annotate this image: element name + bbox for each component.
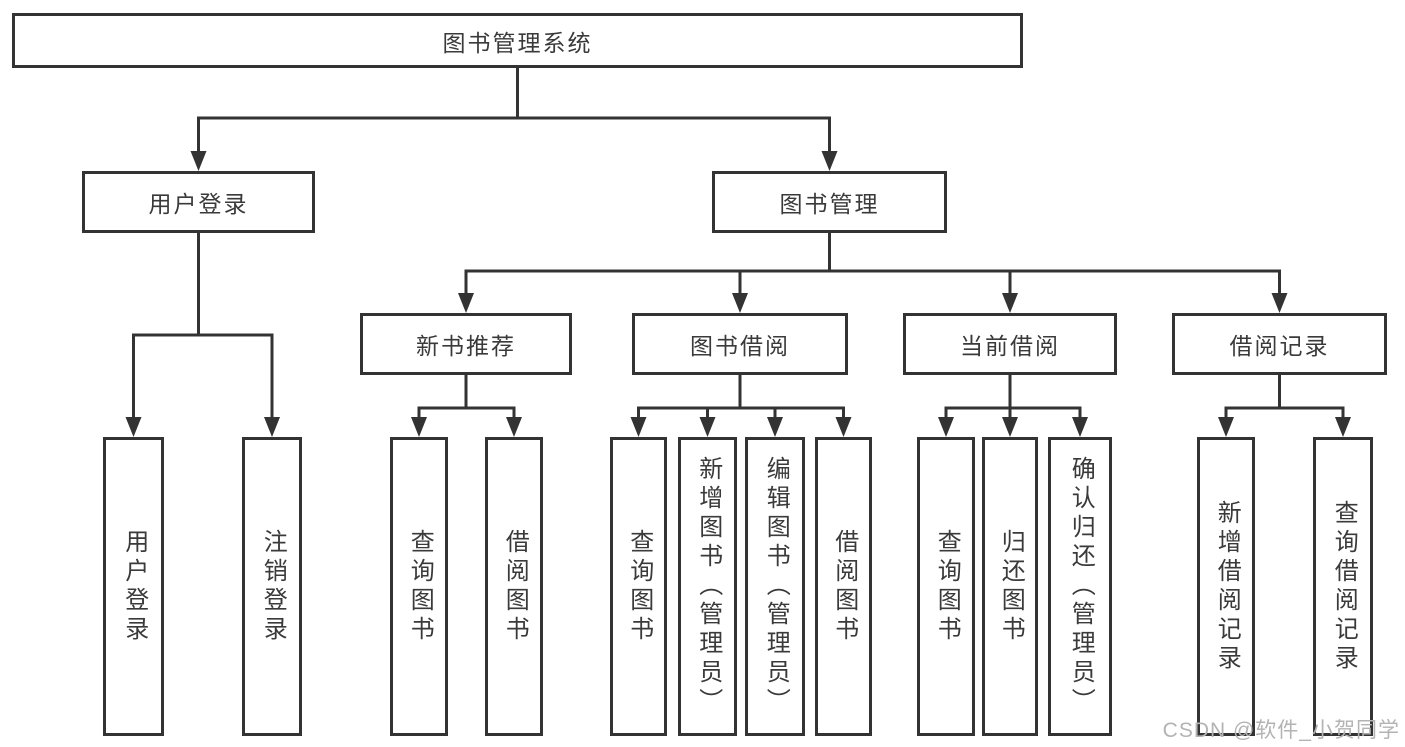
leaf-user-login: 用户登录 bbox=[103, 437, 164, 736]
arrowhead-icon bbox=[506, 417, 522, 437]
arrowhead-icon bbox=[732, 293, 748, 313]
leaf-query-books-newrec: 查询图书 bbox=[390, 437, 448, 736]
leaf-label: 借阅图书 bbox=[830, 528, 858, 645]
leaf-add-borrow-record: 新增借阅记录 bbox=[1197, 437, 1255, 736]
arrowhead-icon bbox=[821, 151, 838, 171]
arrowhead-icon bbox=[125, 417, 142, 437]
leaf-add-books-admin: 新增图书（管理员） bbox=[678, 437, 737, 736]
arrowhead-icon bbox=[1271, 293, 1288, 313]
node-label: 借阅记录 bbox=[1229, 333, 1330, 359]
node-new-book-recommendation: 新书推荐 bbox=[360, 313, 572, 375]
arrowhead-icon bbox=[699, 417, 716, 437]
leaf-edit-books-admin: 编辑图书（管理员） bbox=[745, 437, 805, 736]
node-label: 图书管理系统 bbox=[442, 29, 593, 56]
leaf-query-borrow-record: 查询借阅记录 bbox=[1313, 437, 1373, 736]
arrowhead-icon bbox=[630, 417, 647, 437]
leaf-borrow-books: 借阅图书 bbox=[815, 437, 872, 736]
node-book-borrowing: 图书借阅 bbox=[632, 313, 848, 375]
node-label: 图书管理 bbox=[779, 191, 880, 217]
leaf-confirm-return-admin: 确认归还（管理员） bbox=[1048, 437, 1112, 736]
leaf-query-books-current: 查询图书 bbox=[917, 437, 975, 736]
leaf-label: 查询图书 bbox=[406, 528, 434, 645]
leaf-label: 新增借阅记录 bbox=[1213, 499, 1241, 674]
leaf-label: 编辑图书（管理员） bbox=[762, 456, 790, 717]
arrowhead-icon bbox=[1218, 417, 1234, 437]
leaf-label: 借阅图书 bbox=[501, 528, 529, 645]
arrowhead-icon bbox=[1072, 417, 1088, 437]
leaf-query-books-borrow: 查询图书 bbox=[610, 437, 667, 736]
leaf-borrow-books-newrec: 借阅图书 bbox=[485, 437, 543, 736]
arrowhead-icon bbox=[938, 417, 954, 437]
node-label: 图书借阅 bbox=[690, 333, 790, 359]
node-current-borrowing: 当前借阅 bbox=[903, 313, 1117, 375]
arrowhead-icon bbox=[411, 417, 427, 437]
node-label: 当前借阅 bbox=[960, 333, 1060, 359]
arrowhead-icon bbox=[1002, 293, 1018, 313]
arrowhead-icon bbox=[1002, 417, 1018, 437]
arrowhead-icon bbox=[1335, 417, 1351, 437]
node-label: 用户登录 bbox=[148, 191, 249, 217]
arrowhead-icon bbox=[458, 293, 474, 313]
arrowhead-icon bbox=[190, 151, 207, 171]
arrowhead-icon bbox=[835, 417, 852, 437]
arrowhead-icon bbox=[767, 417, 783, 437]
node-label: 新书推荐 bbox=[416, 333, 516, 359]
node-user-login: 用户登录 bbox=[82, 171, 315, 233]
leaf-label: 用户登录 bbox=[120, 528, 148, 645]
node-book-management-system: 图书管理系统 bbox=[12, 13, 1023, 68]
leaf-label: 注销登录 bbox=[259, 528, 287, 645]
leaf-return-books: 归还图书 bbox=[982, 437, 1038, 736]
csdn-watermark: CSDN @软件_小贺同学 bbox=[1162, 719, 1400, 742]
leaf-logout: 注销登录 bbox=[242, 437, 302, 736]
leaf-label: 新增图书（管理员） bbox=[694, 456, 722, 717]
leaf-label: 确认归还（管理员） bbox=[1067, 456, 1095, 717]
leaf-label: 查询借阅记录 bbox=[1330, 499, 1358, 674]
leaf-label: 查询图书 bbox=[933, 528, 961, 645]
leaf-label: 归还图书 bbox=[997, 528, 1025, 645]
node-borrowing-records: 借阅记录 bbox=[1172, 313, 1387, 375]
arrowhead-icon bbox=[264, 417, 280, 437]
node-book-management: 图书管理 bbox=[712, 171, 947, 233]
leaf-label: 查询图书 bbox=[625, 528, 653, 645]
